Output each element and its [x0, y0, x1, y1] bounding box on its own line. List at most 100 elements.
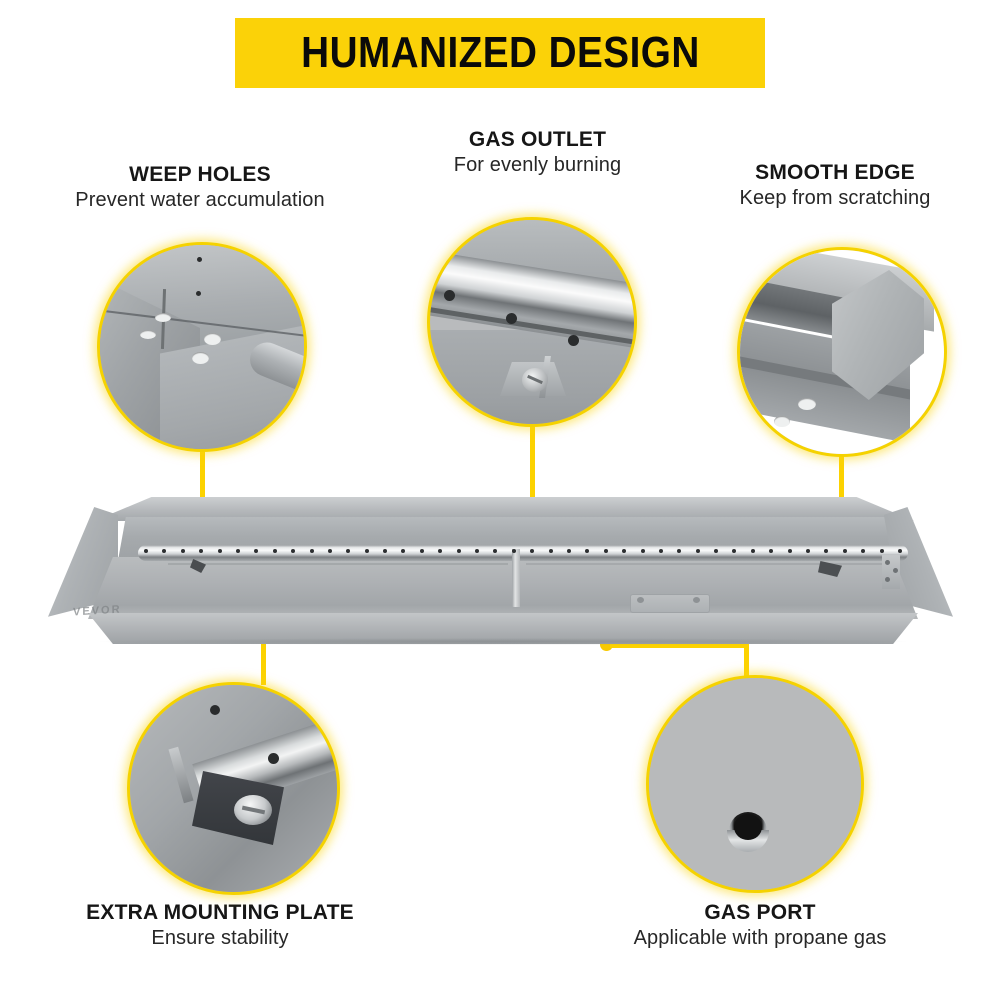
burner-outlet-hole-icon	[401, 549, 406, 553]
burner-outlet-hole-icon	[824, 549, 829, 553]
callout-label-smooth-edge: SMOOTH EDGE Keep from scratching	[690, 160, 980, 211]
weep-hole-icon	[798, 398, 816, 410]
burner-outlet-hole-icon	[861, 549, 866, 553]
burner-outlet-hole-icon	[346, 549, 351, 553]
pan-floor-seam-right	[526, 563, 896, 565]
burner-outlet-hole-icon	[475, 549, 480, 553]
burner-outlet-hole-icon	[511, 549, 516, 553]
burner-outlet-hole-icon	[254, 549, 259, 553]
plaque-screw-icon	[693, 597, 700, 603]
callout-subtitle-extra-mounting-plate: Ensure stability	[151, 926, 289, 949]
burner-outlet-hole-icon	[732, 549, 737, 553]
burner-outlet-hole-icon	[750, 549, 755, 553]
burner-outlet-hole-icon	[879, 549, 884, 553]
rivet-hole-icon	[196, 291, 201, 296]
burner-outlet-hole-icon	[898, 549, 902, 553]
callout-label-extra-mounting-plate: EXTRA MOUNTING PLATE Ensure stability	[20, 900, 420, 951]
burner-outlet-hole-icon	[180, 549, 185, 553]
burner-outlet-hole-icon	[199, 549, 204, 553]
burner-outlet-hole-icon	[566, 549, 571, 553]
callout-bubble-gas-port	[646, 675, 864, 893]
pan-floor-seam-left	[168, 563, 508, 565]
burner-outlet-hole-icon	[217, 549, 222, 553]
callout-title-smooth-edge: SMOOTH EDGE	[755, 161, 915, 184]
burner-outlet-hole-icon	[585, 549, 590, 553]
connector-gas-port-vertical	[744, 643, 749, 683]
pan-front-face	[88, 613, 918, 644]
burner-outlet-hole-icon	[144, 549, 148, 553]
burner-outlet-hole-icon	[548, 549, 553, 553]
end-plate-pin-icon	[893, 568, 898, 573]
callout-label-gas-outlet: GAS OUTLET For evenly burning	[400, 127, 675, 178]
rivet-hole-icon	[197, 257, 202, 262]
weep-hole-icon	[155, 313, 171, 322]
pan-drop-shadow	[100, 638, 906, 645]
burner-outlet-hole-icon	[383, 549, 388, 553]
burner-outlet-hole-icon	[162, 549, 167, 553]
callout-title-weep-holes: WEEP HOLES	[129, 163, 271, 186]
burner-outlet-hole-icon	[677, 549, 682, 553]
burner-outlet-hole-icon	[438, 549, 443, 553]
burner-outlet-hole-icon	[658, 549, 663, 553]
weep-holes-photo	[100, 245, 304, 449]
plaque-screw-icon	[637, 597, 644, 603]
burner-outlet-hole-icon	[695, 549, 700, 553]
burner-outlet-hole-icon	[806, 549, 811, 553]
gas-outlet-hole-icon	[210, 705, 220, 715]
end-plate-pin-icon	[885, 560, 890, 565]
callout-subtitle-smooth-edge: Keep from scratching	[739, 186, 931, 209]
callout-subtitle-weep-holes: Prevent water accumulation	[75, 188, 325, 211]
product-image: VEVOR	[48, 497, 953, 645]
pan-access-plaque	[630, 594, 710, 613]
gas-outlet-hole-icon	[444, 290, 455, 301]
burner-outlet-hole-icon	[769, 549, 774, 553]
burner-outlet-hole-icon	[787, 549, 792, 553]
burner-outlet-holes	[144, 549, 904, 555]
callout-label-weep-holes: WEEP HOLES Prevent water accumulation	[5, 162, 395, 213]
gas-outlet-photo	[430, 220, 634, 424]
burner-outlet-hole-icon	[622, 549, 627, 553]
weep-hole-icon	[192, 352, 209, 364]
gas-port-bore-icon	[734, 814, 762, 840]
end-plate-pin-icon	[885, 577, 890, 582]
callout-title-extra-mounting-plate: EXTRA MOUNTING PLATE	[86, 901, 354, 924]
pan-floor-surface	[88, 557, 918, 619]
gas-port-photo	[649, 678, 861, 890]
weep-hole-icon	[140, 330, 156, 339]
screw-icon	[522, 368, 548, 392]
burner-mount-bracket-right	[818, 561, 842, 577]
burner-outlet-hole-icon	[493, 549, 498, 553]
screw-icon	[234, 795, 272, 825]
callout-bubble-weep-holes	[97, 242, 307, 452]
gas-outlet-hole-icon	[268, 753, 279, 764]
connector-gas-port-horizontal	[610, 643, 748, 648]
burner-outlet-hole-icon	[530, 549, 535, 553]
burner-outlet-hole-icon	[714, 549, 719, 553]
callout-label-gas-port: GAS PORT Applicable with propane gas	[550, 900, 970, 951]
connector-gas-outlet-vertical	[530, 421, 535, 546]
burner-outlet-hole-icon	[309, 549, 314, 553]
smooth-edge-photo	[740, 250, 944, 454]
callout-title-gas-outlet: GAS OUTLET	[468, 128, 607, 151]
burner-outlet-hole-icon	[235, 549, 240, 553]
callout-subtitle-gas-port: Applicable with propane gas	[633, 926, 887, 949]
callout-bubble-extra-mounting-plate	[127, 682, 340, 895]
connector-smooth-edge-vertical	[839, 451, 844, 517]
callout-bubble-gas-outlet	[427, 217, 637, 427]
burner-outlet-hole-icon	[842, 549, 847, 553]
gas-outlet-hole-icon	[568, 335, 579, 346]
burner-outlet-hole-icon	[327, 549, 332, 553]
burner-outlet-hole-icon	[419, 549, 424, 553]
burner-outlet-hole-icon	[640, 549, 645, 553]
weep-hole-icon	[204, 333, 221, 345]
burner-outlet-hole-icon	[291, 549, 296, 553]
burner-outlet-hole-icon	[456, 549, 461, 553]
burner-end-plate	[882, 555, 900, 589]
weep-hole-icon	[774, 416, 790, 427]
callout-title-gas-port: GAS PORT	[704, 901, 816, 924]
burner-tube-crossbar	[512, 549, 520, 607]
burner-outlet-hole-icon	[364, 549, 369, 553]
callout-subtitle-gas-outlet: For evenly burning	[453, 153, 622, 176]
title-banner: HUMANIZED DESIGN	[235, 18, 765, 88]
